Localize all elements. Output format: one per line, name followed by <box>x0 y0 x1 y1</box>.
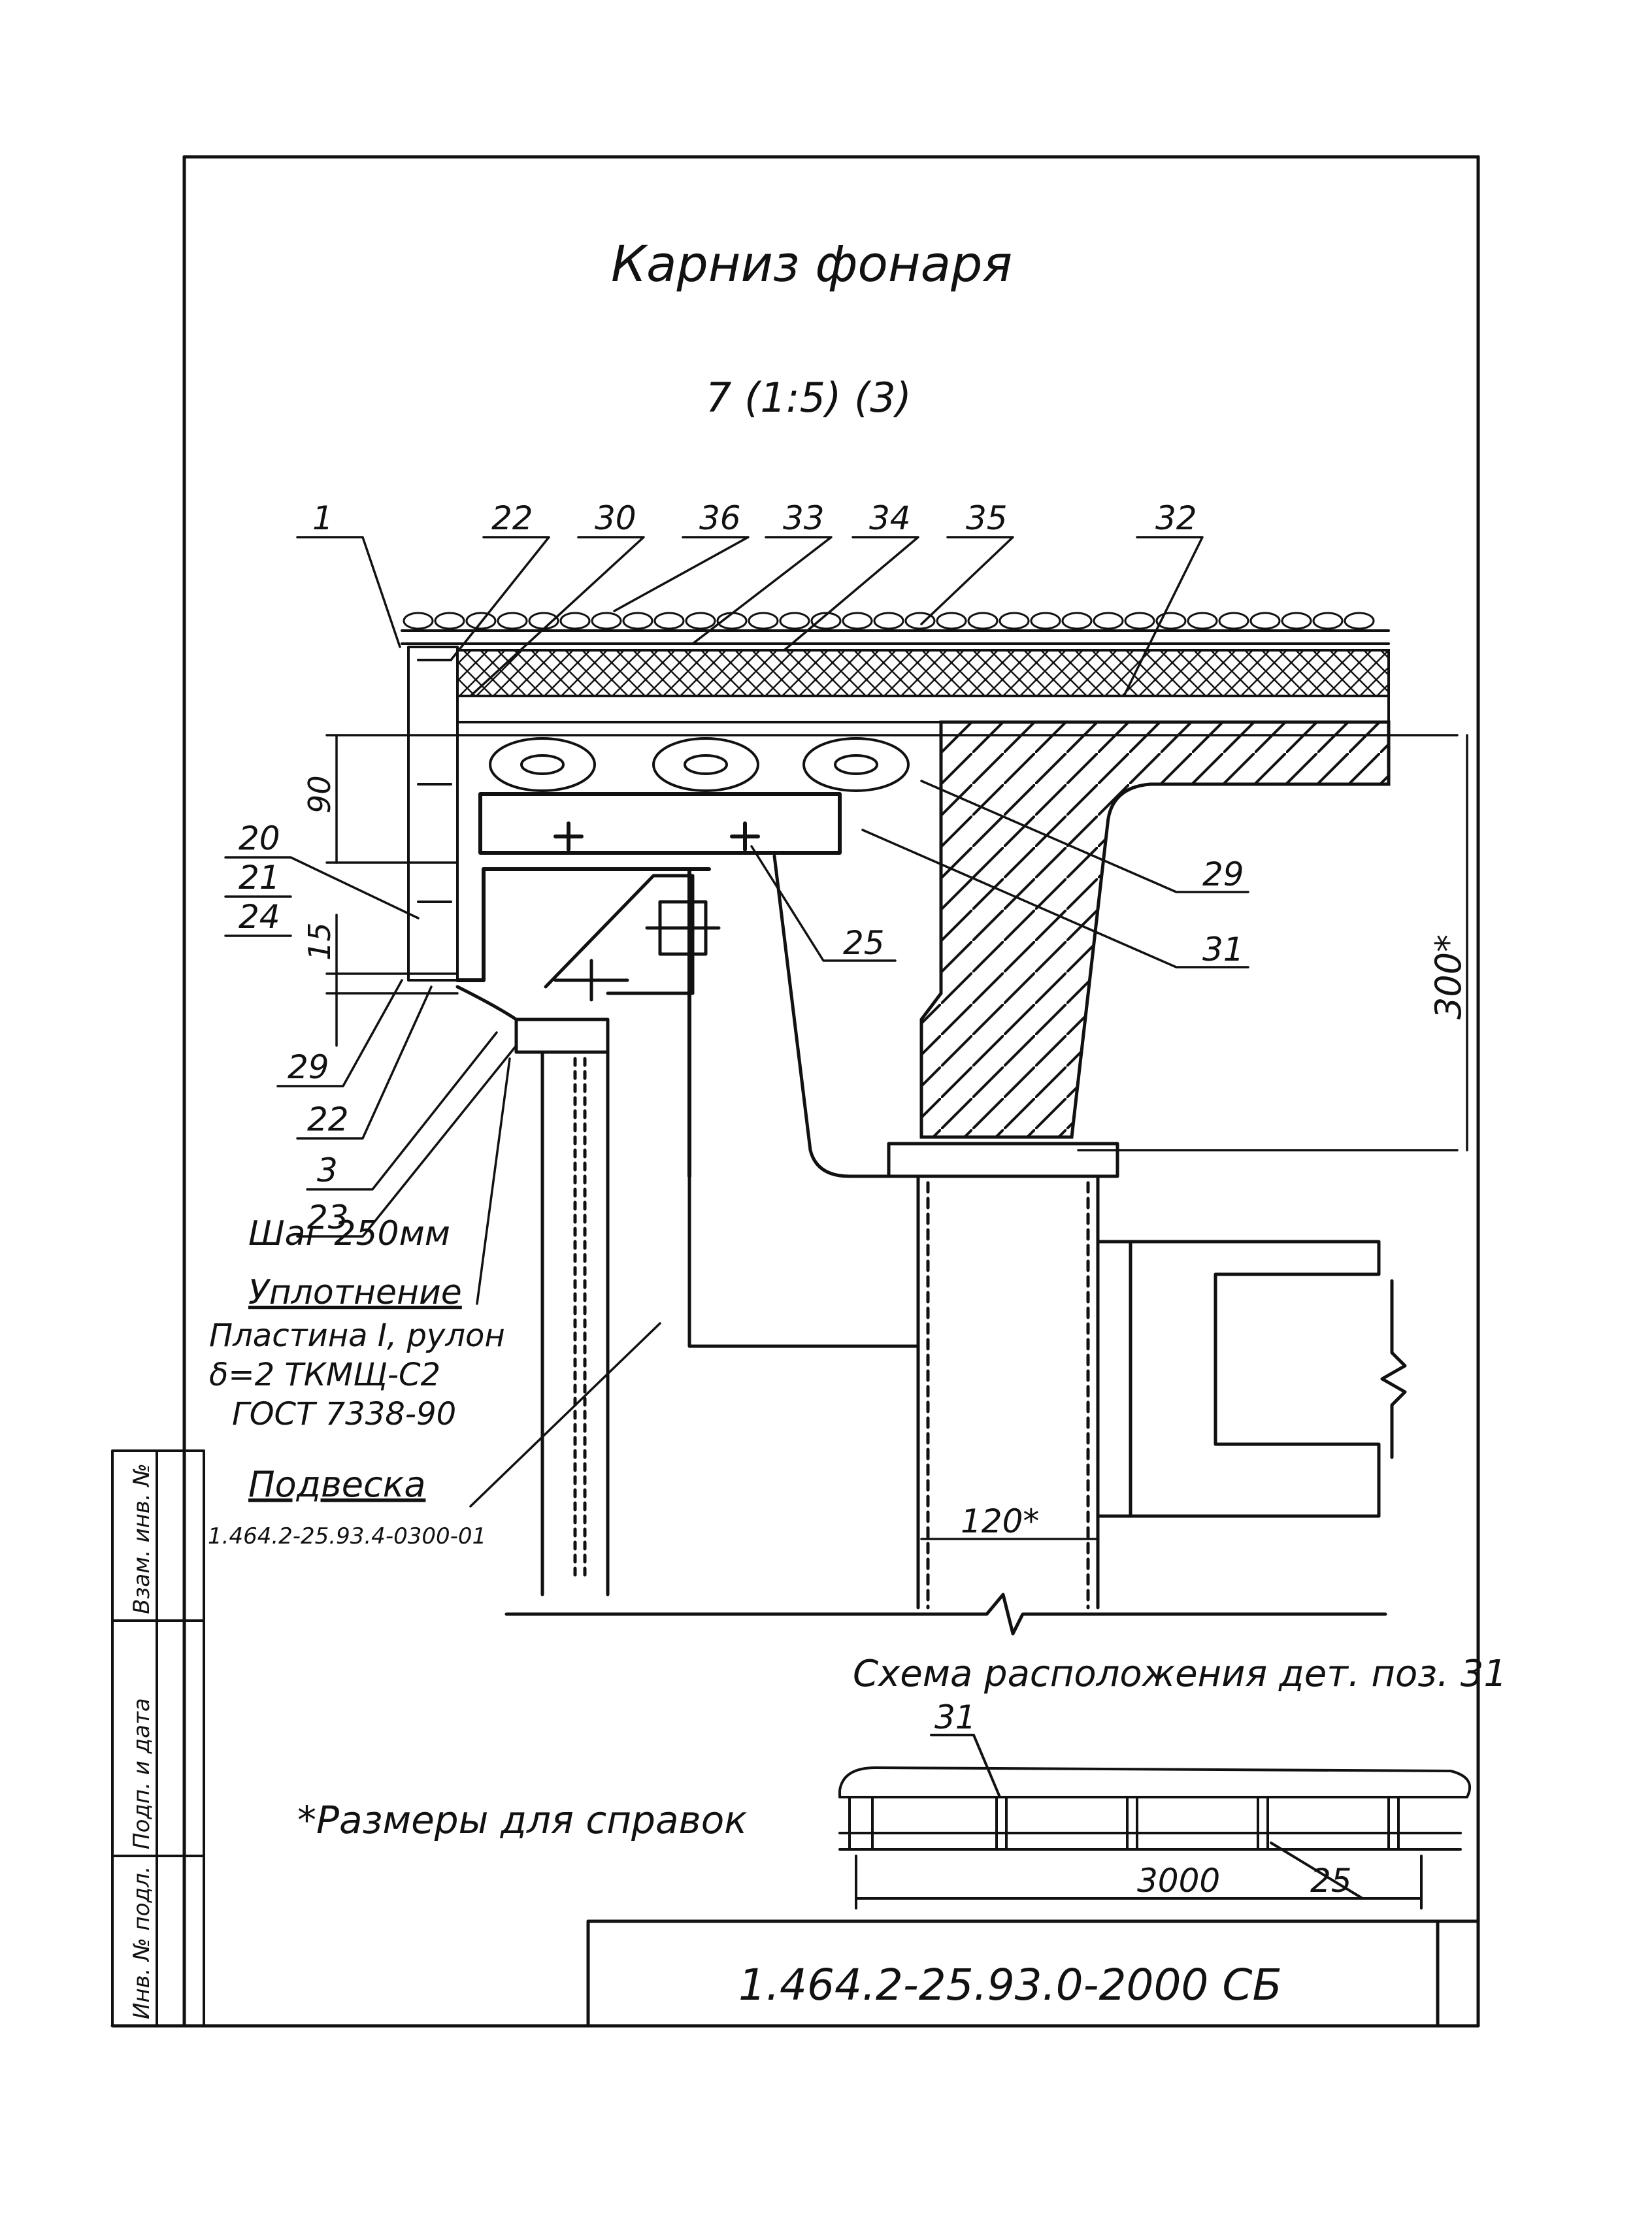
gravel-pebble <box>653 612 685 630</box>
note-step: Шаг 250мм <box>248 1214 450 1253</box>
callout-23: 23 <box>307 1199 349 1236</box>
note-hanger-code: 1.464.2-25.93.4-0300-01 <box>208 1523 486 1549</box>
beam-section <box>1096 1240 1407 1518</box>
callout-35: 35 <box>966 499 1008 537</box>
gravel-pebble <box>936 612 967 630</box>
gravel-pebble <box>1061 612 1093 630</box>
gravel-pebble <box>999 612 1030 630</box>
detail-reference: 7 (1:5) (3) <box>706 374 912 422</box>
note-seal: Уплотнение <box>248 1273 462 1312</box>
gravel-pebble <box>434 612 465 630</box>
dim-300: 300* <box>1428 934 1469 1019</box>
gravel-pebble <box>1281 612 1312 630</box>
scheme-label-25: 25 <box>1310 1862 1352 1900</box>
concrete-slab <box>919 720 1391 1139</box>
gravel-pebble <box>1344 612 1375 630</box>
left-callouts: 20 21 24 29 22 3 23 <box>224 819 518 1238</box>
scheme-title: Схема расположения дет. поз. 31 <box>853 1653 1507 1695</box>
callout-36: 36 <box>699 499 741 537</box>
title-block <box>586 1919 1480 2028</box>
gravel-pebble <box>1093 612 1124 630</box>
side-stamp: Взам. инв. № Подп. и дата Инв. № подл. <box>111 1449 205 2027</box>
callout-33: 33 <box>783 499 825 537</box>
callout-3: 3 <box>317 1151 338 1189</box>
placement-scheme <box>838 1734 1471 1910</box>
callout-34: 34 <box>869 499 911 537</box>
callout-24: 24 <box>239 898 280 936</box>
insulation-layer <box>456 649 1390 697</box>
seal-rolls <box>489 737 910 792</box>
gravel-pebble <box>403 612 434 630</box>
reference-note: *Размеры для справок <box>297 1798 747 1842</box>
callout-29-right: 29 <box>1202 855 1244 893</box>
note-plate-1: Пластина I, рулон <box>209 1317 505 1354</box>
callout-31: 31 <box>1202 931 1244 968</box>
roof-gravel-layer <box>401 612 1390 645</box>
note-hanger: Подвеска <box>248 1464 425 1505</box>
gravel-pebble <box>622 612 653 630</box>
callout-20: 20 <box>239 819 280 857</box>
scheme-dim-3000: 3000 <box>1137 1862 1220 1900</box>
hanger-bracket <box>455 874 721 1596</box>
dimensions <box>325 734 1468 1540</box>
scheme-label-31: 31 <box>934 1698 976 1736</box>
base-layer <box>456 695 1390 723</box>
gravel-pebble <box>1187 612 1218 630</box>
gravel-pebble <box>1124 612 1155 630</box>
gravel-pebble <box>842 612 873 630</box>
stamp-sign: Подп. и дата <box>129 1698 155 1849</box>
callout-30: 30 <box>595 499 636 537</box>
gravel-pebble <box>748 612 779 630</box>
column <box>687 854 1119 1610</box>
gravel-pebble <box>497 612 528 630</box>
gravel-pebble <box>591 612 622 630</box>
timber-edge <box>407 646 459 982</box>
right-callouts: 29 31 25 <box>750 780 1249 968</box>
gravel-pebble <box>528 612 559 630</box>
notes: Шаг 250мм Уплотнение Пластина I, рулон δ… <box>208 1057 661 1549</box>
gravel-pebble <box>685 612 716 630</box>
gravel-pebble <box>873 612 904 630</box>
gravel-pebble <box>810 612 842 630</box>
steel-profile <box>455 792 842 1178</box>
dim-15: 15 <box>302 922 337 961</box>
ground-line <box>504 1593 1387 1636</box>
gravel-pebble <box>559 612 591 630</box>
gravel-pebble <box>779 612 810 630</box>
gravel-pebble <box>967 612 999 630</box>
dim-90: 90 <box>302 775 337 814</box>
dim-120: 120* <box>961 1502 1039 1540</box>
drawing-title: Карниз фонаря <box>611 235 1012 293</box>
top-callouts: 1 22 30 36 33 34 35 32 <box>296 499 1204 710</box>
gravel-pebble <box>465 612 497 630</box>
gravel-pebble <box>716 612 748 630</box>
callout-1: 1 <box>312 499 333 537</box>
note-plate-3: ГОСТ 7338-90 <box>232 1396 456 1432</box>
stamp-replace: Взам. инв. № <box>129 1463 155 1614</box>
gravel-pebble <box>1218 612 1249 630</box>
callout-21: 21 <box>239 859 280 897</box>
callout-25: 25 <box>843 924 885 962</box>
gravel-pebble <box>904 612 936 630</box>
gravel-pebble <box>1249 612 1281 630</box>
document-code: 1.464.2-25.93.0-2000 СБ <box>738 1960 1282 2010</box>
callout-29-left: 29 <box>288 1048 329 1086</box>
note-plate-2: δ=2 ТКМЩ-С2 <box>209 1357 440 1393</box>
gravel-pebble <box>1312 612 1344 630</box>
callout-32: 32 <box>1155 499 1197 537</box>
stamp-inv: Инв. № подл. <box>129 1866 155 2019</box>
gravel-pebble <box>1030 612 1061 630</box>
gravel-pebble <box>1155 612 1187 630</box>
callout-22-left: 22 <box>307 1100 349 1138</box>
callout-22-top: 22 <box>491 499 533 537</box>
sheet-frame <box>110 155 1480 2028</box>
